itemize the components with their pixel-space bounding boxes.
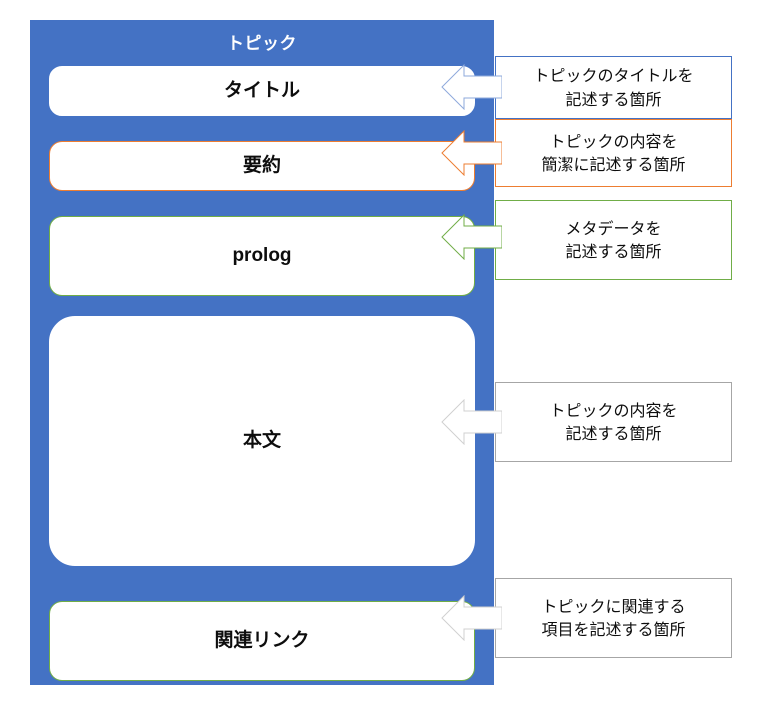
section-label-related-links: 関連リンク — [214, 629, 310, 651]
section-box-shortdesc: 要約 — [49, 141, 475, 191]
note-line-2: 簡潔に記述する箇所 — [541, 155, 686, 174]
note-box-shortdesc: トピックの内容を 簡潔に記述する箇所 — [495, 119, 732, 187]
note-box-title: トピックのタイトルを 記述する箇所 — [495, 56, 732, 119]
note-line-2: 項目を記述する箇所 — [541, 620, 686, 639]
note-box-prolog: メタデータを 記述する箇所 — [495, 200, 732, 280]
note-line-2: 記述する箇所 — [565, 89, 662, 109]
note-line-2: 記述する箇所 — [565, 424, 662, 443]
section-box-title: タイトル — [49, 66, 475, 116]
note-text-prolog: メタデータを 記述する箇所 — [565, 217, 661, 263]
note-line-1: トピックの内容を — [549, 131, 678, 151]
section-box-body: 本文 — [49, 316, 475, 566]
note-line-1: メタデータを — [565, 218, 662, 238]
topic-container: トピック タイトル 要約 prolog 本文 関連リンク — [30, 20, 494, 685]
arrow-left-icon-related-links — [440, 595, 502, 641]
arrow-left-icon-body — [440, 399, 502, 445]
note-text-body: トピックの内容を 記述する箇所 — [549, 399, 677, 445]
topic-title-label: トピック — [227, 34, 297, 53]
section-box-related-links: 関連リンク — [49, 601, 475, 681]
section-label-title: タイトル — [223, 79, 300, 101]
section-label-shortdesc: 要約 — [242, 154, 281, 176]
arrow-left-icon-title — [440, 64, 502, 110]
note-text-title: トピックのタイトルを 記述する箇所 — [533, 64, 693, 110]
note-box-body: トピックの内容を 記述する箇所 — [495, 382, 732, 462]
note-line-1: トピックの内容を — [549, 400, 678, 420]
section-label-body: 本文 — [242, 429, 281, 451]
note-box-related-links: トピックに関連する 項目を記述する箇所 — [495, 578, 732, 658]
note-line-1: トピックのタイトルを — [533, 66, 694, 86]
arrow-left-icon-shortdesc — [440, 130, 502, 176]
arrow-left-icon-prolog — [440, 214, 502, 260]
note-line-1: トピックに関連する — [541, 596, 686, 616]
note-text-shortdesc: トピックの内容を 簡潔に記述する箇所 — [541, 130, 685, 176]
section-label-prolog: prolog — [232, 244, 292, 266]
note-text-related-links: トピックに関連する 項目を記述する箇所 — [541, 595, 685, 641]
note-line-2: 記述する箇所 — [565, 242, 662, 261]
section-box-prolog: prolog — [49, 216, 475, 296]
